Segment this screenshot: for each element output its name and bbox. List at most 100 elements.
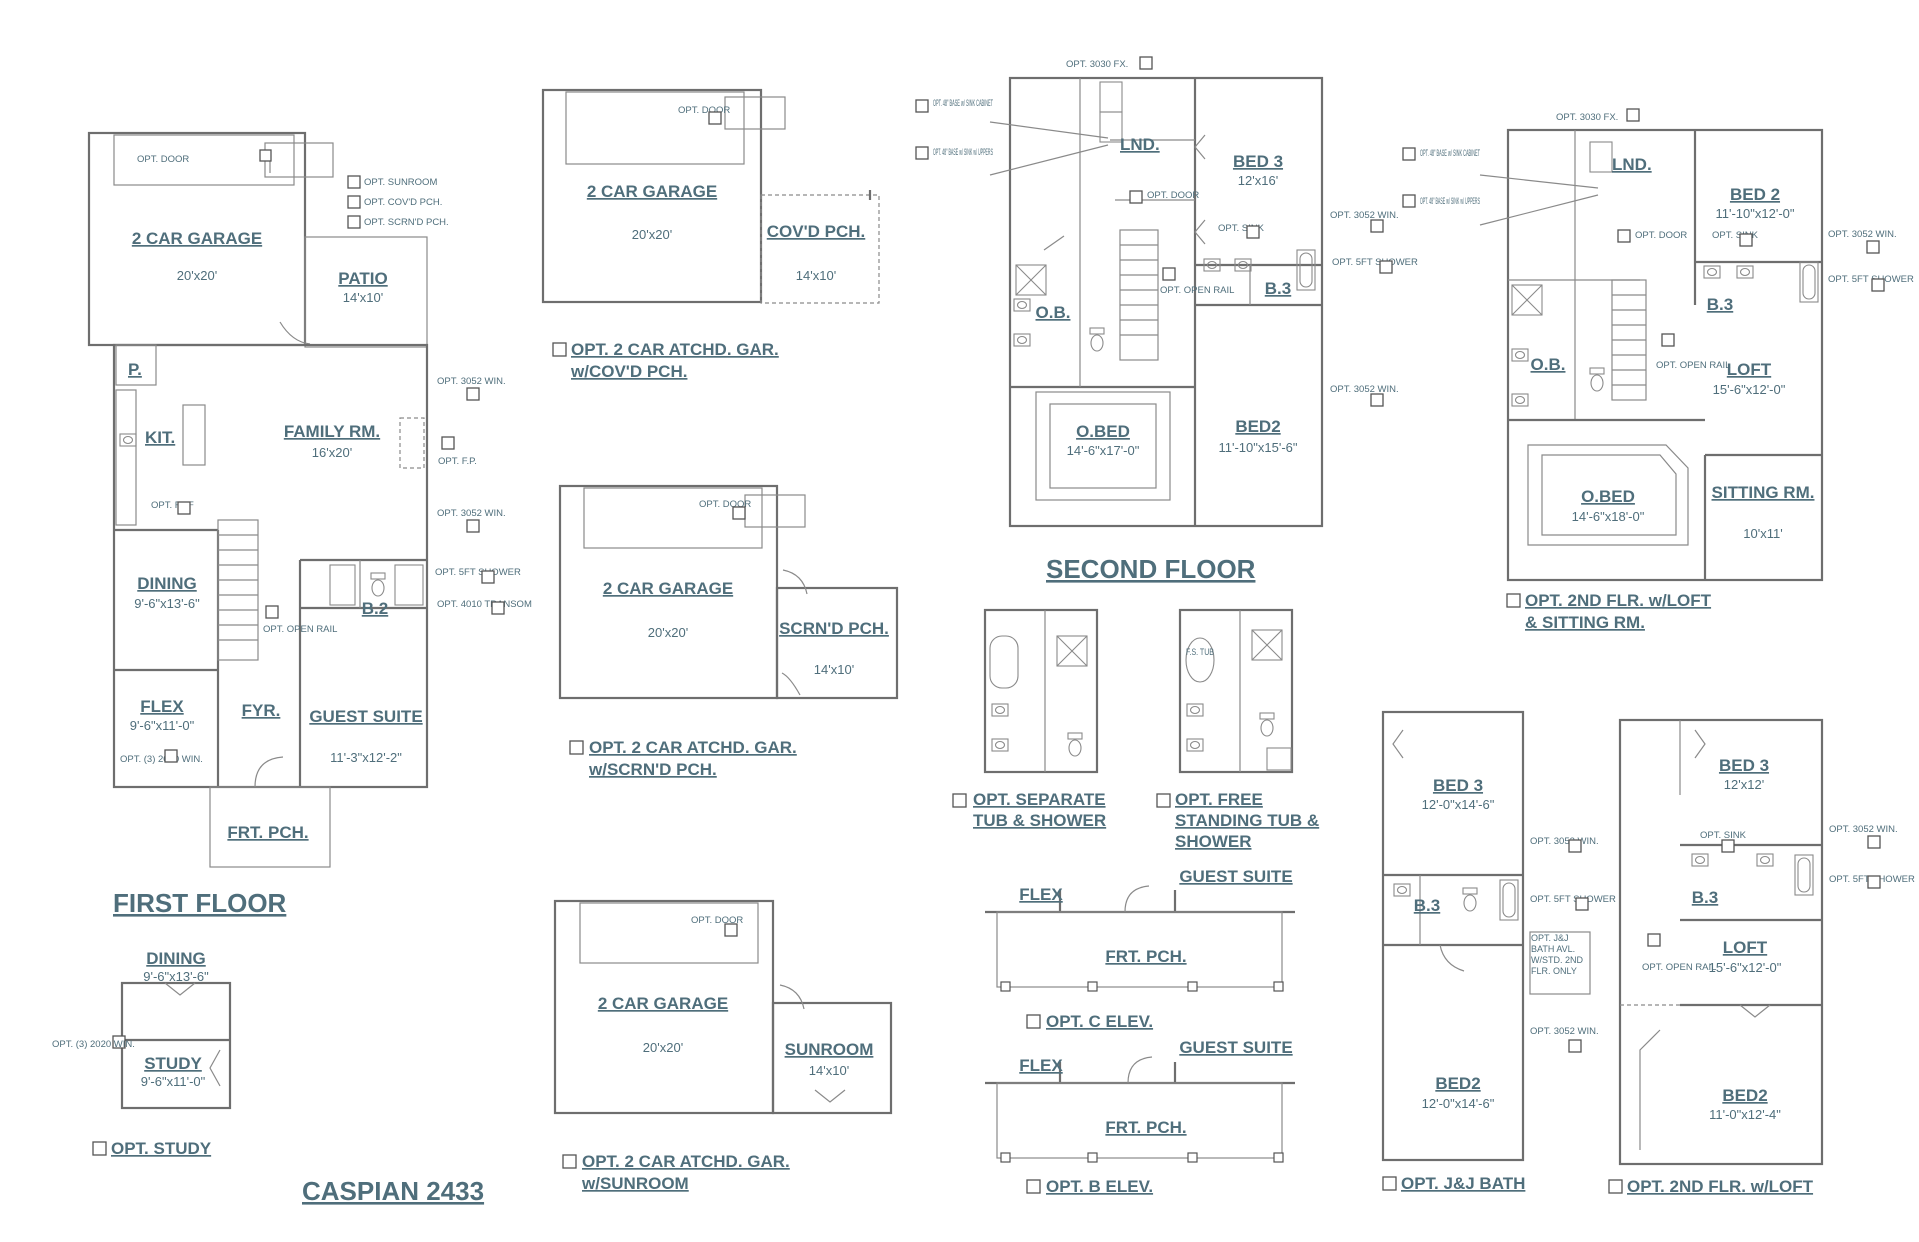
ls-opt-base-uppers-checkbox[interactable] <box>1402 194 1416 208</box>
opt-open-rail-label: OPT. OPEN RAIL <box>263 624 337 635</box>
elev-b-label: OPT. B ELEV. <box>1046 1177 1153 1196</box>
garage-sun-label-2: w/SUNROOM <box>581 1174 689 1193</box>
ls-owner-bath-label: O.B. <box>1531 355 1566 374</box>
sf-opt-sink-checkbox[interactable] <box>1246 225 1260 239</box>
opt-win-a-label: OPT. 3052 WIN. <box>437 376 506 387</box>
opt-free-tub-checkbox[interactable] <box>1156 793 1171 808</box>
opt-garage-sunroom-checkbox[interactable] <box>562 1154 577 1169</box>
jj-opt-win-a-checkbox[interactable] <box>1568 839 1582 853</box>
sf-opt-fx-label: OPT. 3030 FX. <box>1066 59 1128 70</box>
opt-garage-covd-checkbox[interactable] <box>552 342 567 357</box>
opt-garage-scrnd-checkbox[interactable] <box>569 740 584 755</box>
lo-opt-win-checkbox[interactable] <box>1867 835 1881 849</box>
garage-sunroom-labels: OPT. DOOR 2 CAR GARAGE 20'x20' SUNROOM 1… <box>562 915 874 1193</box>
study-opt-win-checkbox[interactable] <box>112 1035 126 1049</box>
scrnd-opt-door-checkbox[interactable] <box>732 506 746 520</box>
ls-laundry-label: LND. <box>1612 155 1652 174</box>
opt-fp-checkbox[interactable] <box>441 436 455 450</box>
ls-opt-shower-checkbox[interactable] <box>1871 278 1885 292</box>
sep-tub-labels: OPT. SEPARATE TUB & SHOWER <box>973 790 1106 830</box>
ls-opt-fx-checkbox[interactable] <box>1626 108 1640 122</box>
sf-opt-win-b-checkbox[interactable] <box>1370 393 1384 407</box>
sf-opt-open-rail-checkbox[interactable] <box>1162 267 1176 281</box>
sf-opt-shower-checkbox[interactable] <box>1379 260 1393 274</box>
opt-ref-checkbox[interactable] <box>177 501 191 515</box>
sf-opt-open-rail-label: OPT. OPEN RAIL <box>1160 285 1234 296</box>
opt-study-plan <box>112 981 232 1110</box>
ls-opt-open-rail-checkbox[interactable] <box>1661 333 1675 347</box>
lo-bed2-dim: 11'-0"x12'-4" <box>1709 1107 1781 1122</box>
opt-scrnd-porch-label: OPT. SCRN'D PCH. <box>364 217 449 228</box>
flex-dim: 9'-6"x11'-0" <box>130 718 195 733</box>
foyer-label: FYR. <box>242 701 281 720</box>
sf-opt-win-a-checkbox[interactable] <box>1370 219 1384 233</box>
lo-bed3-dim: 12'x12' <box>1724 777 1764 792</box>
opt-loft-sitting-checkbox[interactable] <box>1506 593 1521 608</box>
sf-opt-fx-checkbox[interactable] <box>1139 56 1153 70</box>
opt-study-checkbox[interactable] <box>92 1141 107 1156</box>
sf-opt-door-checkbox[interactable] <box>1129 190 1143 204</box>
ls-opt-sink-checkbox[interactable] <box>1739 233 1753 247</box>
sunroom-name: SUNROOM <box>785 1040 874 1059</box>
opt-win-flex-checkbox[interactable] <box>164 749 178 763</box>
jj-opt-win-b-checkbox[interactable] <box>1568 1039 1582 1053</box>
lo-opt-sink-checkbox[interactable] <box>1721 839 1735 853</box>
opt-door-checkbox[interactable] <box>259 149 272 162</box>
opt-ref-label: OPT. REF <box>151 500 194 511</box>
elev-b-labels: FLEX GUEST SUITE FRT. PCH. OPT. B ELEV. <box>1019 1038 1292 1196</box>
garage-sun-label-1: OPT. 2 CAR ATCHD. GAR. <box>582 1152 790 1171</box>
opt-loft-checkbox[interactable] <box>1608 1179 1623 1194</box>
sun-opt-door-checkbox[interactable] <box>724 923 738 937</box>
family-room-name: FAMILY RM. <box>284 422 380 441</box>
opt-win-b-checkbox[interactable] <box>466 519 480 533</box>
free-tub-label-3: SHOWER <box>1175 832 1252 851</box>
second-floor-labels: OPT. 3030 FX. OPT. 48" BASE w/ SINK CABI… <box>915 56 1418 584</box>
loft-option-plan <box>1618 718 1824 1166</box>
loft-option-label: OPT. 2ND FLR. w/LOFT <box>1627 1177 1814 1196</box>
jj-bed3-name: BED 3 <box>1433 776 1483 795</box>
opt-shower-checkbox[interactable] <box>481 570 495 584</box>
opt-win-a-checkbox[interactable] <box>466 387 480 401</box>
second-floor-plan <box>1008 76 1324 528</box>
sunroom-dim: 14'x10' <box>809 1063 849 1078</box>
ls-opt-win-checkbox[interactable] <box>1866 240 1880 254</box>
garage-name: 2 CAR GARAGE <box>132 229 262 248</box>
lo-opt-shower-checkbox[interactable] <box>1867 875 1881 889</box>
opt-transom-checkbox[interactable] <box>491 601 505 615</box>
garage-covd-label-2: w/COV'D PCH. <box>570 362 687 381</box>
opt-jj-bath-checkbox[interactable] <box>1382 1176 1397 1191</box>
scrnd-garage-dim: 20'x20' <box>648 625 688 640</box>
sf-owner-bath-label: O.B. <box>1036 303 1071 322</box>
sf-opt-base-uppers-checkbox[interactable] <box>915 146 929 160</box>
jj-bath-labels: BED 3 12'-0"x14'-6" OPT. 3052 WIN. B.3 O… <box>1382 776 1616 1193</box>
opt-covd-porch-checkbox[interactable] <box>347 195 361 209</box>
lo-opt-open-rail-checkbox[interactable] <box>1647 933 1661 947</box>
lo-opt-win-label: OPT. 3052 WIN. <box>1829 824 1898 835</box>
front-porch-label: FRT. PCH. <box>227 823 308 842</box>
covd-opt-door-label: OPT. DOOR <box>678 105 730 116</box>
sf-bath3-label: B.3 <box>1265 279 1291 298</box>
opt-open-rail-checkbox[interactable] <box>265 605 279 619</box>
kitchen-label: KIT. <box>145 428 175 447</box>
study-name: STUDY <box>144 1054 202 1073</box>
opt-scrnd-porch-checkbox[interactable] <box>347 215 361 229</box>
opt-sunroom-checkbox[interactable] <box>347 175 361 189</box>
sep-tub-plan <box>952 608 1099 808</box>
opt-sep-tub-checkbox[interactable] <box>952 793 967 808</box>
jj-opt-shower-checkbox[interactable] <box>1575 897 1589 911</box>
sf-bed3-name: BED 3 <box>1233 152 1283 171</box>
opt-c-elev-checkbox[interactable] <box>1026 1014 1041 1029</box>
covd-opt-door-checkbox[interactable] <box>708 111 722 125</box>
jj-bath-label: OPT. J&J BATH <box>1401 1174 1525 1193</box>
garage-covd-label-1: OPT. 2 CAR ATCHD. GAR. <box>571 340 779 359</box>
sf-laundry-label: LND. <box>1120 135 1160 154</box>
ls-opt-base-sink-checkbox[interactable] <box>1402 147 1416 161</box>
ls-opt-door-checkbox[interactable] <box>1617 229 1631 243</box>
sf-opt-base-sink-checkbox[interactable] <box>915 99 929 113</box>
jj-opt-win-a-label: OPT. 3052 WIN. <box>1530 836 1599 847</box>
patio-name: PATIO <box>338 269 387 288</box>
dining-name: DINING <box>137 574 197 593</box>
jj-bath-plan <box>1381 710 1525 1162</box>
opt-b-elev-checkbox[interactable] <box>1026 1179 1041 1194</box>
sun-opt-door-label: OPT. DOOR <box>691 915 743 926</box>
